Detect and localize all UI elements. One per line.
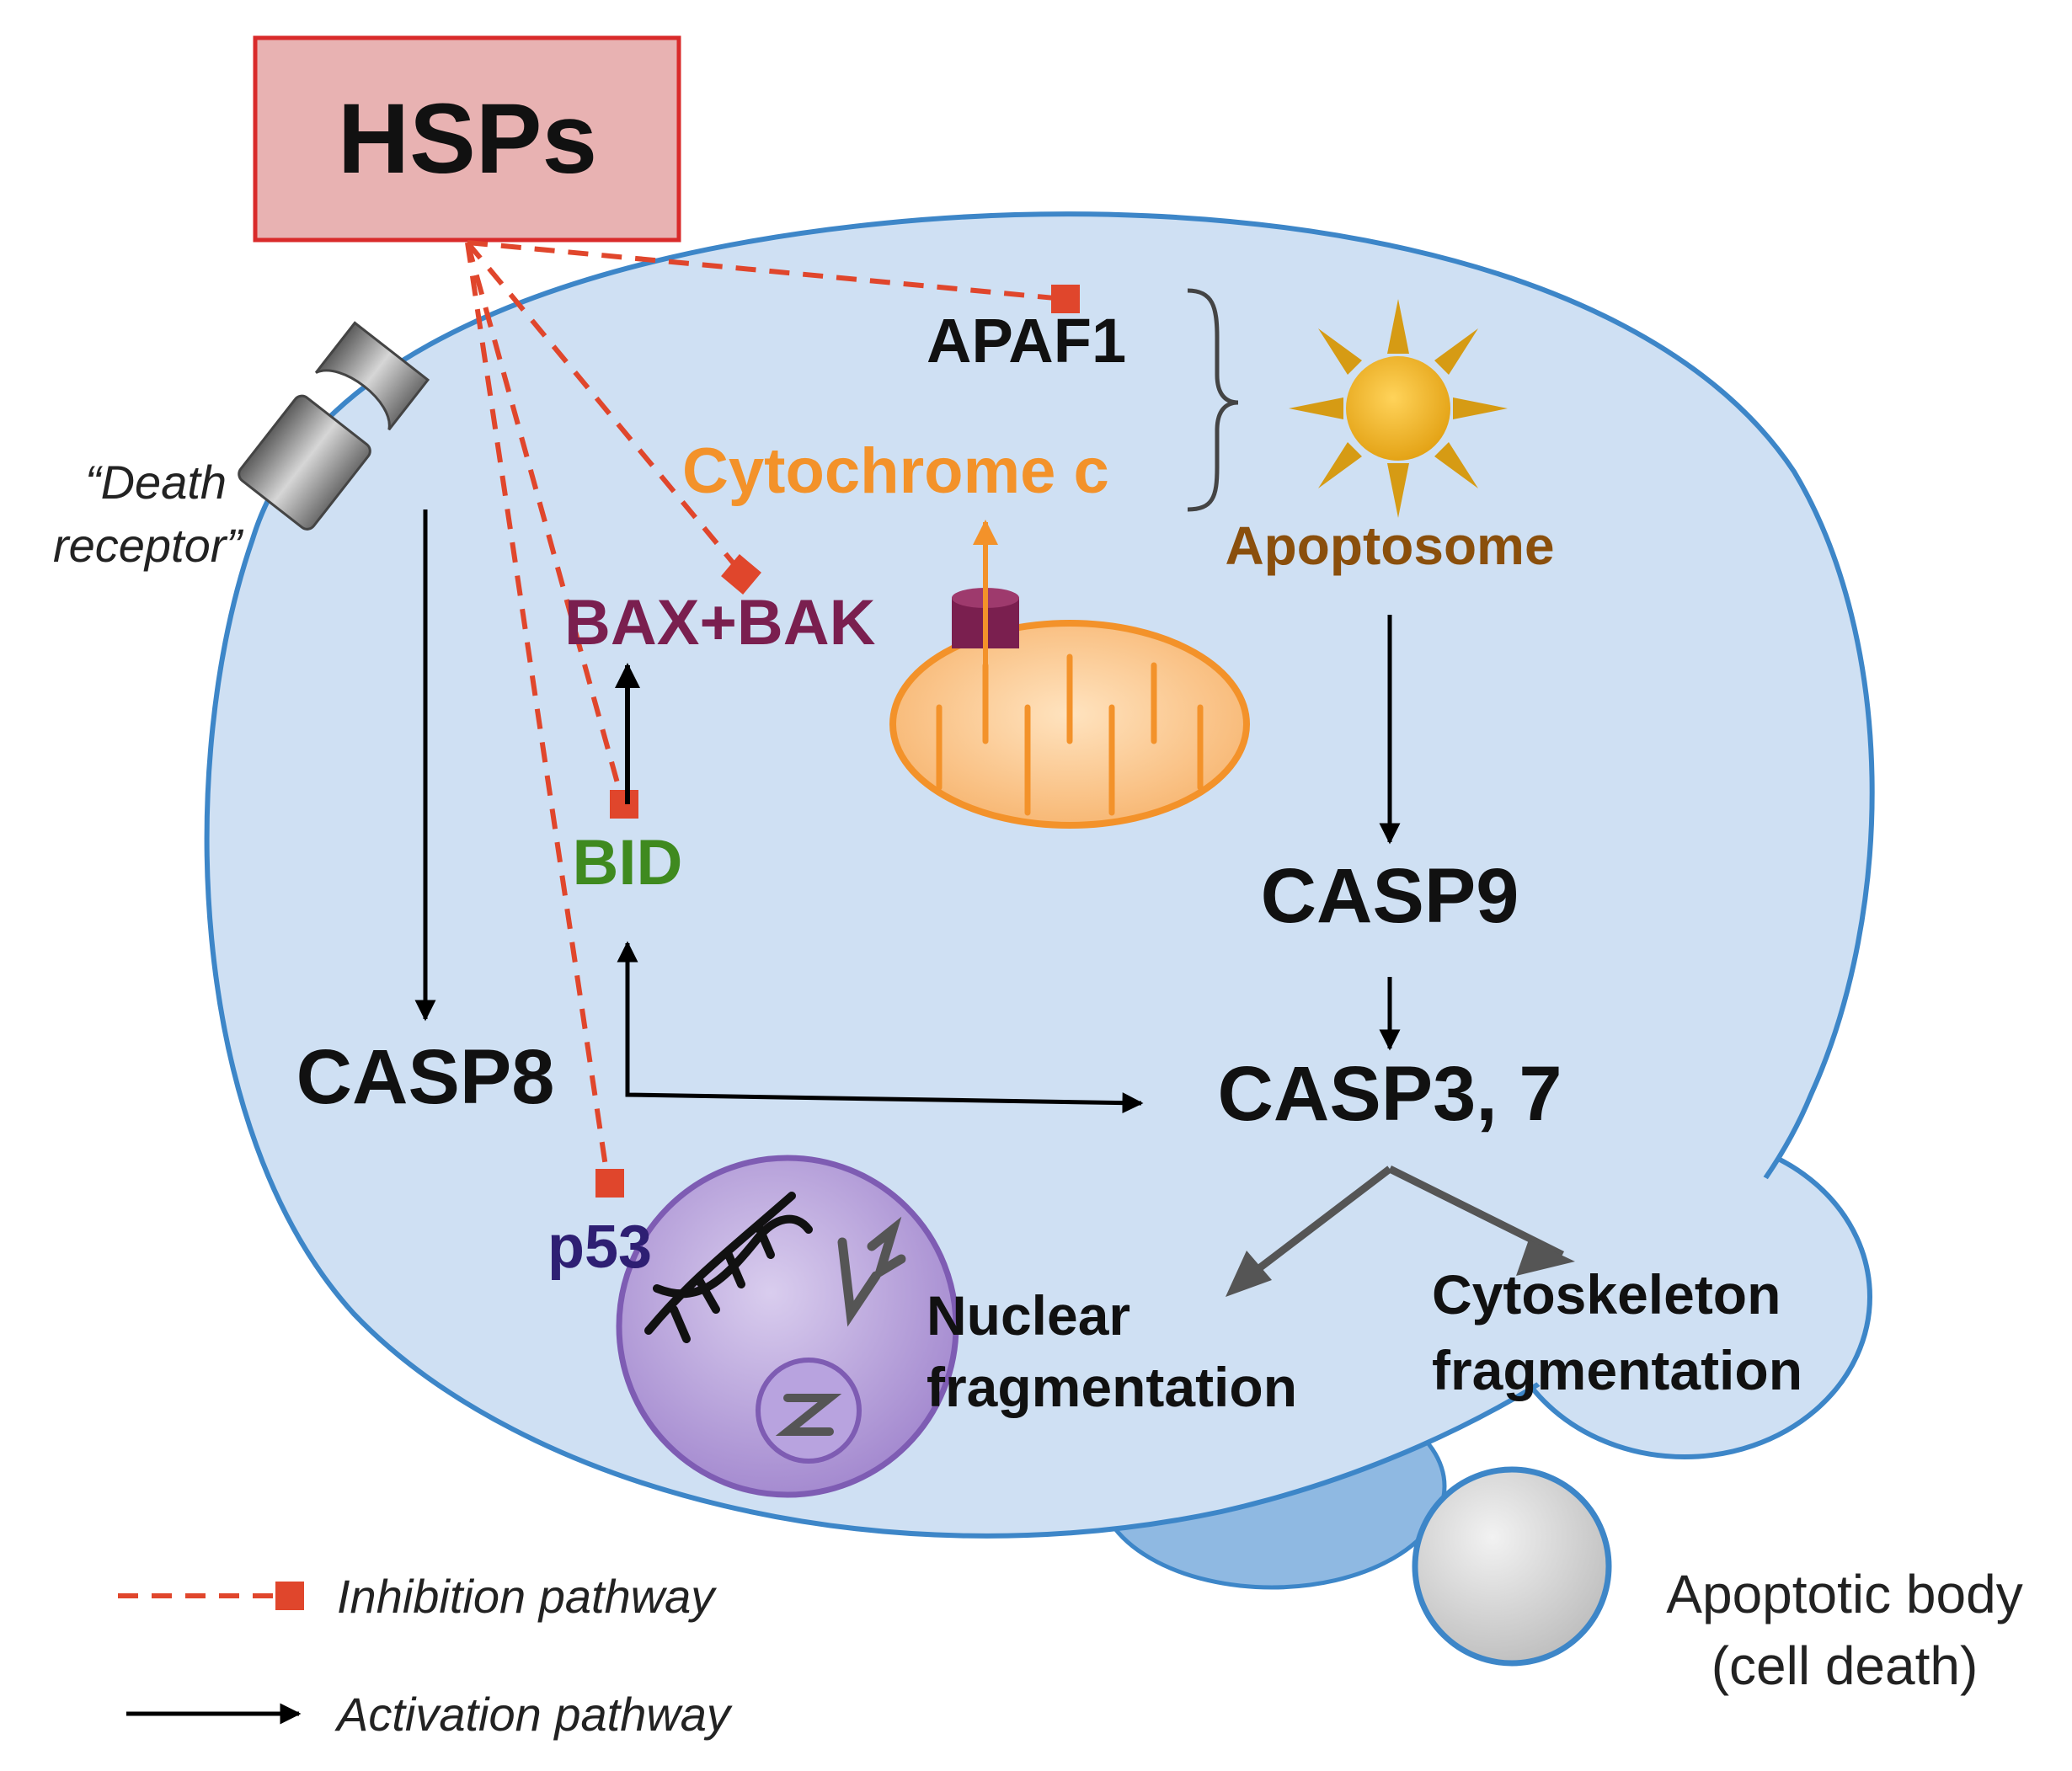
casp9-label: CASP9 [1261,853,1519,939]
cytoskeleton-fragmentation-line1: Cytoskeleton [1432,1263,1781,1326]
cytoskeleton-fragmentation-line2: fragmentation [1432,1339,1802,1401]
apoptotic-body-label-line2: (cell death) [1712,1635,1979,1696]
inhibition-lines [465,240,1065,1184]
nucleus-icon [616,1155,959,1498]
apoptosome-label: Apoptosome [1225,515,1554,576]
death-receptor-label-line1: “Death [85,456,227,509]
casp8-label: CASP8 [296,1034,555,1120]
nuclear-fragmentation-line1: Nuclear [927,1284,1130,1347]
complex-brace [1187,288,1239,512]
bleb-inner [1503,1154,1840,1440]
cytoskeleton-fragmentation-arrowhead [1516,1240,1575,1276]
mitochondrion-icon [889,620,1250,829]
cytochrome-c-label: Cytochrome c [682,435,1109,507]
bid-label: BID [573,827,683,899]
legend-inhibition-label: Inhibition pathway [337,1570,717,1623]
death-receptor-icon [238,321,430,531]
legend-activation-label: Activation pathway [334,1688,733,1741]
p53-label: p53 [547,1214,652,1281]
hsps-box [253,35,681,243]
apaf1-label: APAF1 [927,306,1126,376]
apoptotic-body-vesicle [1412,1466,1612,1667]
casp3-7-label: CASP3, 7 [1217,1051,1562,1137]
inhibition-terminals [595,285,1080,1198]
legend: Inhibition pathway Activation pathway [118,1570,733,1741]
legend-inhibition-terminal [275,1582,304,1610]
nuclear-fragmentation-line2: fragmentation [927,1356,1297,1418]
apoptotic-body-label-line1: Apoptotic body [1666,1564,2022,1624]
death-receptor-label-line2: receptor” [53,519,243,572]
hsps-label: HSPs [338,83,597,195]
nuclear-fragmentation-arrowhead [1226,1251,1272,1297]
casp3-to-fragmentation-arrows [1236,1165,1565,1288]
bax-bak-label: BAX+BAK [564,587,876,659]
apoptosome-sun-icon [1289,299,1508,518]
bid-casp3-loop-arrow [617,941,1144,1114]
